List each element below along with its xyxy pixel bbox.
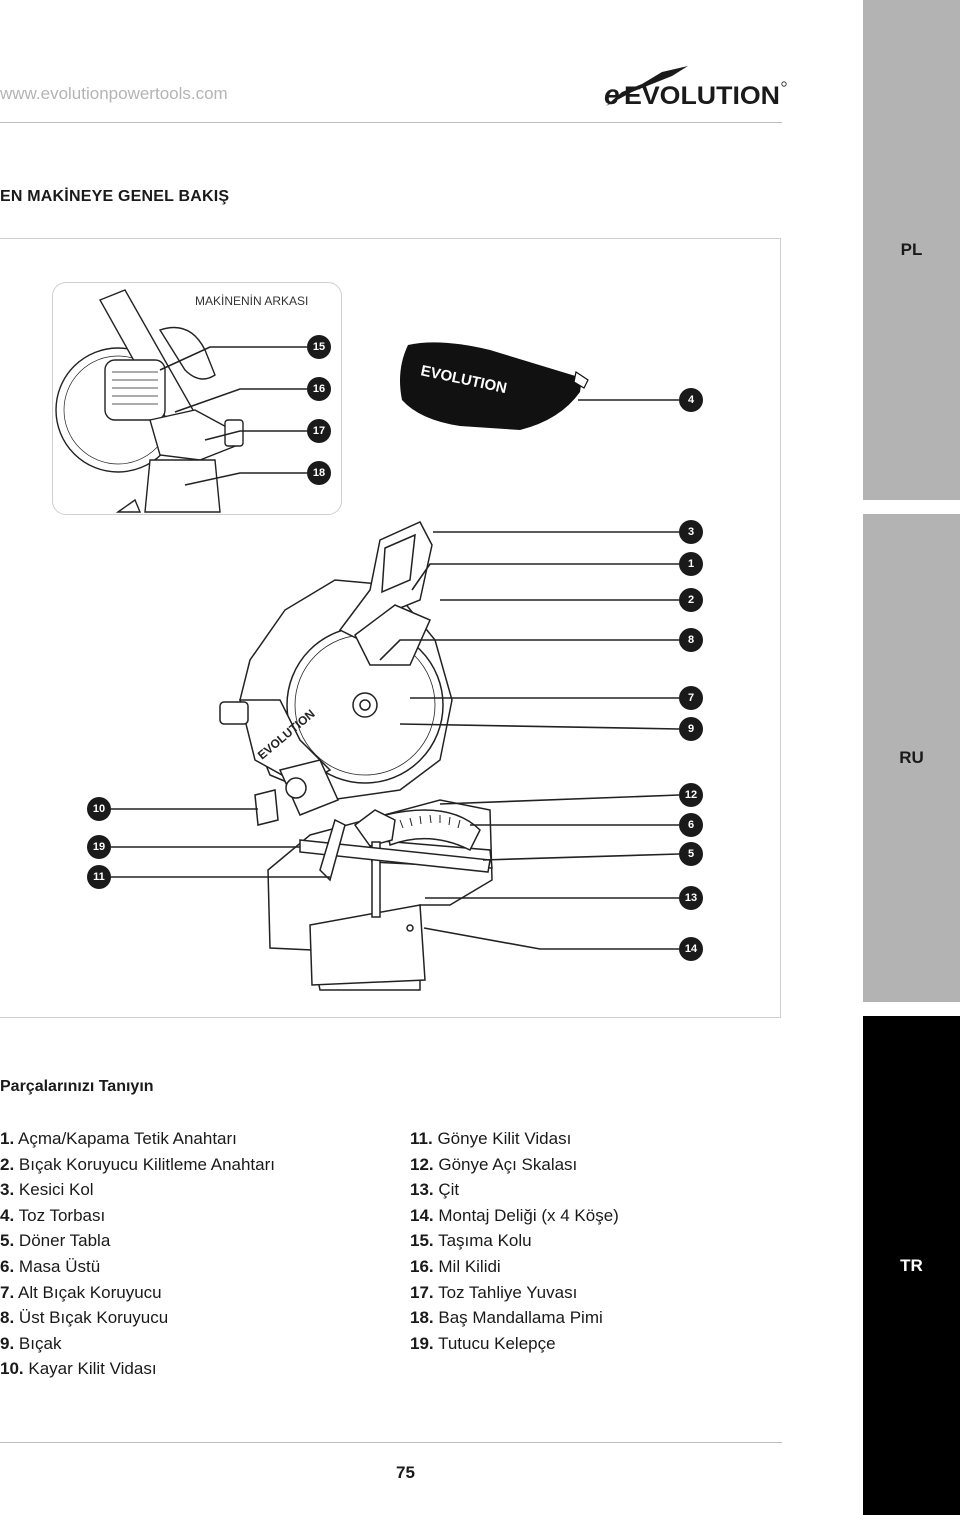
list-item: 17. Toz Tahliye Yuvası xyxy=(410,1282,578,1302)
callout-6: 6 xyxy=(679,813,703,837)
list-item: 18. Baş Mandallama Pimi xyxy=(410,1308,603,1328)
callout-11: 11 xyxy=(87,865,111,889)
list-item: 4. Toz Torbası xyxy=(0,1205,106,1225)
callout-15: 15 xyxy=(307,335,331,359)
list-item: 11. Gönye Kilit Vidası xyxy=(410,1129,572,1148)
callout-19: 19 xyxy=(87,835,111,859)
callout-1: 1 xyxy=(679,552,703,576)
list-item: 6. Masa Üstü xyxy=(0,1256,101,1276)
list-item: 16. Mil Kilidi xyxy=(410,1256,501,1276)
list-item: 1. Açma/Kapama Tetik Anahtarı xyxy=(0,1129,237,1148)
callout-16: 16 xyxy=(307,377,331,401)
callout-8: 8 xyxy=(679,628,703,652)
callout-3: 3 xyxy=(679,520,703,544)
list-item: 19. Tutucu Kelepçe xyxy=(410,1333,556,1353)
callout-14: 14 xyxy=(679,937,703,961)
list-item: 2. Bıçak Koruyucu Kilitleme Anahtarı xyxy=(0,1154,275,1174)
list-item: 8. Üst Bıçak Koruyucu xyxy=(0,1308,169,1328)
website-url: www.evolutionpowertools.com xyxy=(0,84,228,103)
callout-5: 5 xyxy=(679,842,703,866)
callout-7: 7 xyxy=(679,686,703,710)
evolution-logo: e EVOLUTION xyxy=(604,66,787,110)
rear-view-inset xyxy=(52,282,342,515)
callout-2: 2 xyxy=(679,588,703,612)
language-tab-tr[interactable]: TR xyxy=(863,1016,960,1515)
list-item: 9. Bıçak xyxy=(0,1333,62,1353)
rear-view-title: MAKİNENİN ARKASI xyxy=(195,294,309,308)
callout-4: 4 xyxy=(679,388,703,412)
parts-list-left: 1. Açma/Kapama Tetik Anahtarı 2. Bıçak K… xyxy=(0,1126,275,1382)
callout-17: 17 xyxy=(307,419,331,443)
list-item: 15. Taşıma Kolu xyxy=(410,1231,532,1251)
list-item: 5. Döner Tabla xyxy=(0,1231,111,1251)
list-item: 12. Gönye Açı Skalası xyxy=(410,1154,578,1174)
list-item: 3. Kesici Kol xyxy=(0,1180,94,1200)
list-item: 14. Montaj Deliği (x 4 Köşe) xyxy=(410,1205,619,1225)
callout-18: 18 xyxy=(307,461,331,485)
list-item: 13. Çit xyxy=(410,1180,460,1200)
footer-divider xyxy=(0,1442,782,1443)
parts-list-title: Parçalarınızı Tanıyın xyxy=(0,1078,154,1095)
language-tab-pl[interactable]: PL xyxy=(863,0,960,500)
callout-12: 12 xyxy=(679,783,703,807)
header-divider xyxy=(0,122,782,123)
parts-list-right: 11. Gönye Kilit Vidası 12. Gönye Açı Ska… xyxy=(410,1126,619,1356)
callout-10: 10 xyxy=(87,797,111,821)
page-number: 75 xyxy=(396,1463,415,1482)
list-item: 10. Kayar Kilit Vidası xyxy=(0,1359,157,1379)
callout-9: 9 xyxy=(679,717,703,741)
machine-figure-frame xyxy=(0,238,781,1018)
svg-text:e: e xyxy=(604,79,620,110)
language-tab-ru[interactable]: RU xyxy=(863,514,960,1002)
section-title: EN MAKİNEYE GENEL BAKIŞ xyxy=(0,188,230,205)
logo-text: EVOLUTION xyxy=(624,82,780,110)
callout-13: 13 xyxy=(679,886,703,910)
list-item: 7. Alt Bıçak Koruyucu xyxy=(0,1282,162,1302)
